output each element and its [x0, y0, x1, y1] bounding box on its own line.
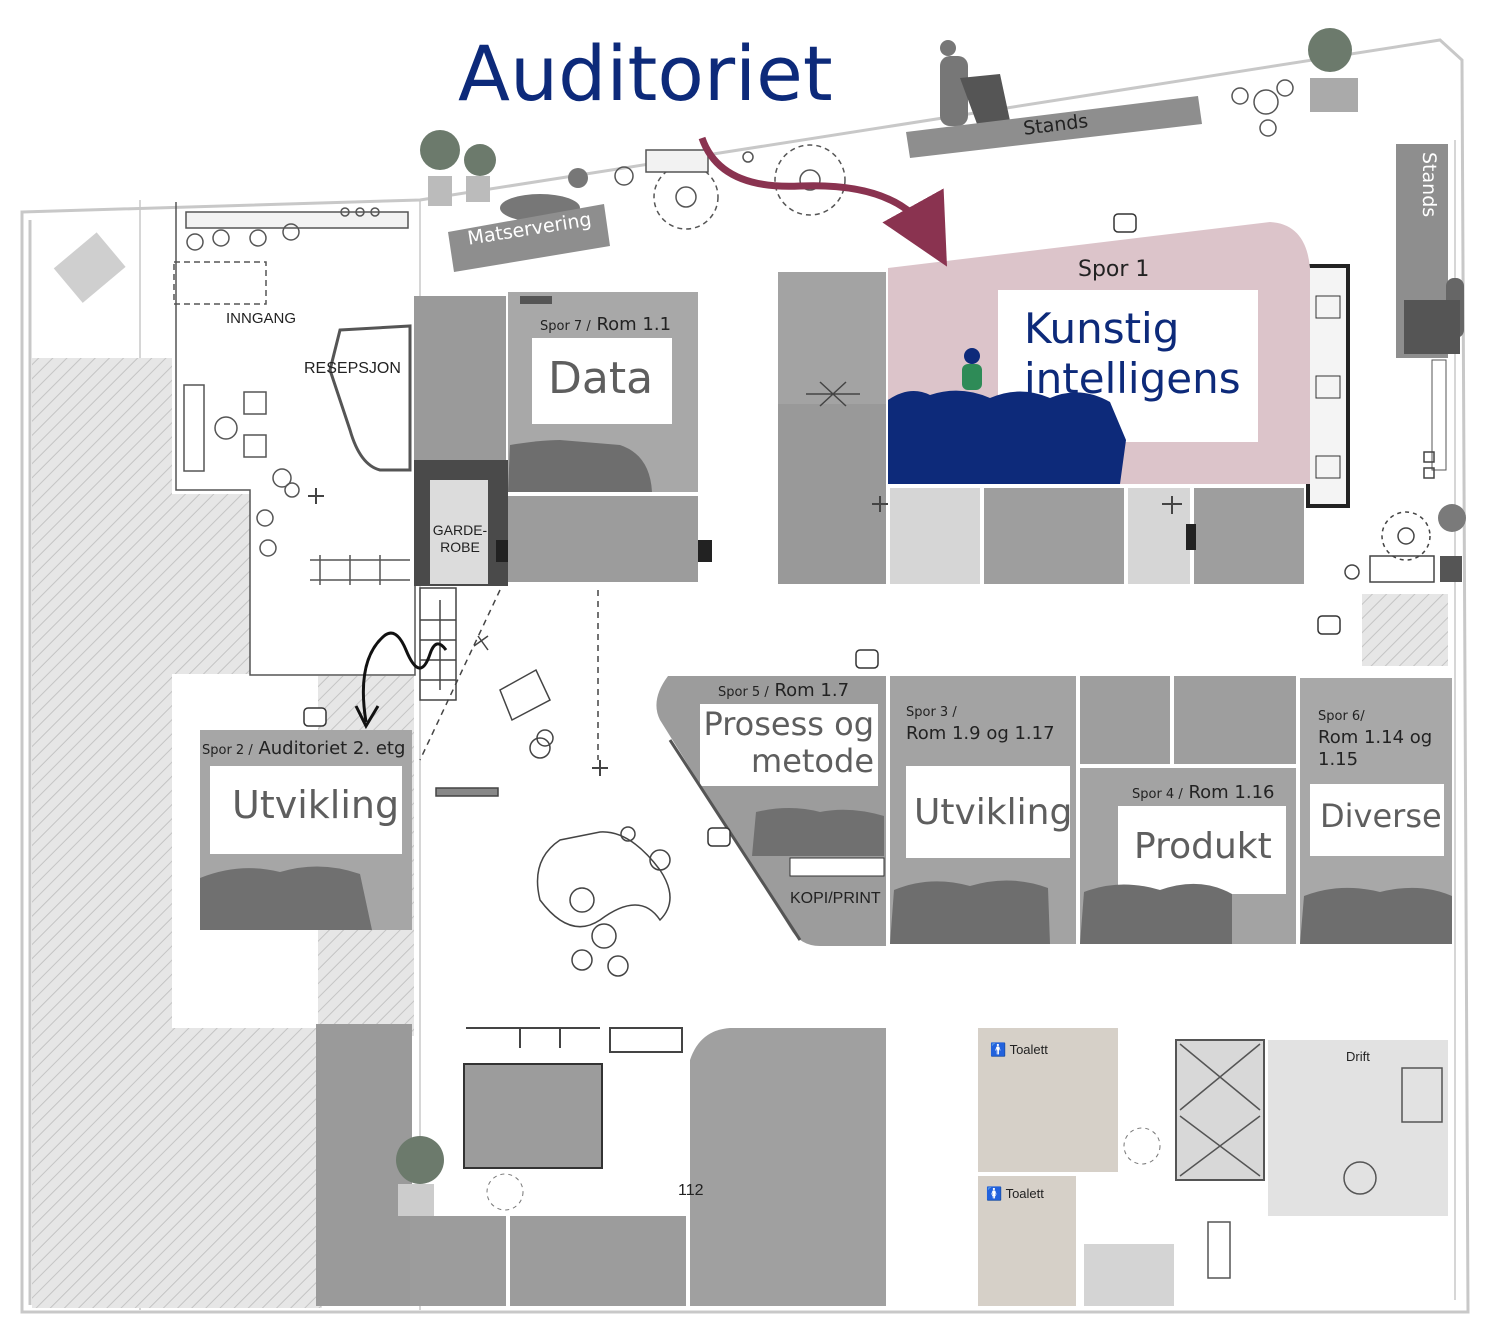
label-bands [448, 96, 1202, 272]
spor5-header: Spor 5 / Rom 1.7 [718, 680, 849, 703]
stands-right-label: Stands [1418, 152, 1440, 218]
rooms-lower-right [890, 676, 1452, 944]
decorative-figures [396, 28, 1466, 1216]
room-data [414, 292, 712, 582]
spor2-header: Spor 2 / Auditoriet 2. etg [202, 738, 405, 761]
toalett-label: 🚺 Toalett [986, 1186, 1044, 1202]
spor5-prefix: Spor 5 / [718, 685, 769, 700]
toilet-icon: 🚺 [986, 1186, 1003, 1201]
spor7-title: Data [548, 353, 654, 404]
spor3-room: Rom 1.9 og 1.17 [906, 722, 1055, 744]
room-prosess [656, 676, 886, 946]
drift-label: Drift [1346, 1049, 1370, 1064]
spor6-prefix: Spor 6/ [1318, 709, 1365, 724]
spor2-title: Utvikling [232, 783, 400, 827]
toilet-icon: 🚹 [990, 1042, 1007, 1057]
toalett-1-text: Toalett [1009, 1042, 1048, 1057]
room-number-label: 112 [678, 1182, 704, 1199]
door-marks [308, 381, 1435, 776]
rooms-upper-right [778, 144, 1448, 584]
route-arrow [698, 136, 948, 267]
spor4-prefix: Spor 4 / [1132, 787, 1183, 802]
page-title: Auditoriet [458, 29, 833, 118]
kopi-print-label: KOPI/PRINT [790, 890, 881, 907]
spor3-header: Spor 3 / Rom 1.9 og 1.17 [906, 700, 1055, 745]
toalett-label: 🚹 Toalett [990, 1042, 1048, 1058]
rooms-bottom [316, 1024, 1448, 1306]
lounge-furniture [419, 511, 1435, 977]
toalett-2-text: Toalett [1005, 1186, 1044, 1201]
spor7-room: Rom 1.1 [596, 314, 672, 335]
spor3-prefix: Spor 3 / [906, 705, 957, 720]
inngang-label: INNGANG [226, 310, 297, 327]
spor1-title: Kunstig intelligens [1024, 304, 1241, 404]
spor4-header: Spor 4 / Rom 1.16 [1132, 782, 1275, 805]
room-kunstig-intelligens [888, 222, 1310, 484]
cafe-cup-icon [303, 213, 1341, 847]
garderobe-label: GARDE- ROBE [432, 522, 488, 555]
spor2-room: Auditoriet 2. etg [258, 738, 406, 759]
spor5-room: Rom 1.7 [774, 680, 850, 701]
room-utvikling-2etg [200, 730, 412, 930]
top-seating [614, 79, 1294, 230]
spor1-label: Spor 1 [1078, 257, 1150, 282]
entrance-area [173, 202, 416, 676]
stairs-arrowhead [354, 705, 380, 730]
spor4-title: Produkt [1134, 826, 1272, 867]
spor7-header: Spor 7 / Rom 1.1 [540, 314, 671, 337]
resepsjon-label: RESEPSJON [304, 360, 401, 377]
spor6-room: Rom 1.14 og 1.15 [1318, 726, 1433, 771]
garderobe-block [414, 460, 508, 586]
spor4-room: Rom 1.16 [1188, 782, 1275, 803]
spor6-header: Spor 6/ Rom 1.14 og 1.15 [1318, 704, 1432, 772]
stairs-arrow [361, 631, 448, 723]
spor5-title: Prosess og metode [703, 705, 874, 781]
spor3-title: Utvikling [914, 792, 1073, 833]
spor7-prefix: Spor 7 / [540, 319, 591, 334]
spor6-title: Diverse [1320, 797, 1442, 835]
spor2-prefix: Spor 2 / [202, 743, 253, 758]
